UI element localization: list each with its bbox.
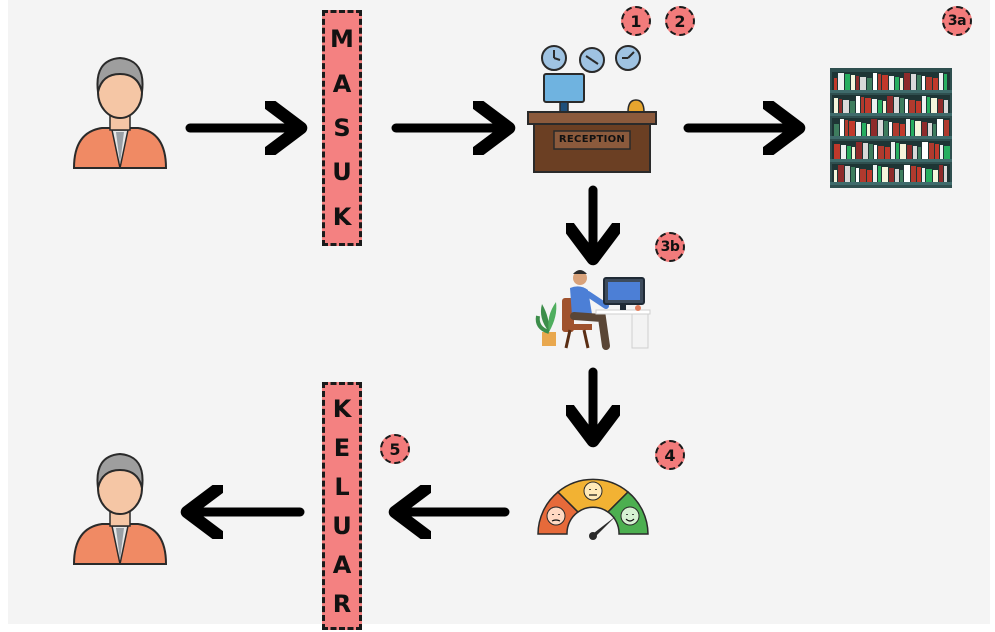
satisfaction-gauge-icon — [534, 474, 652, 540]
entrance-letter: A — [332, 69, 352, 98]
step-badge-4: 4 — [655, 440, 685, 470]
clock-icon — [615, 45, 641, 71]
exit-letter: E — [333, 433, 351, 462]
step-badge-2: 2 — [665, 6, 695, 36]
step-badge-5: 5 — [380, 434, 410, 464]
clock-icon — [541, 45, 567, 71]
exit-letter: K — [332, 394, 352, 423]
bookshelf-icon — [830, 68, 952, 188]
clock-icon — [579, 47, 605, 73]
reception-desk-icon: RECEPTION — [524, 44, 660, 176]
step-badge-3b: 3b — [655, 232, 685, 262]
computer-user-icon — [535, 266, 652, 350]
exit-letter: L — [334, 472, 350, 501]
entrance-letter: M — [330, 25, 354, 54]
exit-letter: A — [332, 550, 352, 579]
entrance-letter: K — [332, 202, 352, 231]
step-badge-3a: 3a — [942, 6, 972, 36]
visitor-icon — [72, 52, 168, 169]
step-badge-1: 1 — [621, 6, 651, 36]
visitor-exit-icon — [72, 448, 168, 565]
exit-letter: U — [332, 511, 352, 540]
entrance-letter: S — [333, 113, 351, 142]
reception-label: RECEPTION — [558, 134, 626, 145]
entrance-letter: U — [332, 158, 352, 187]
exit-letter: R — [332, 589, 352, 618]
